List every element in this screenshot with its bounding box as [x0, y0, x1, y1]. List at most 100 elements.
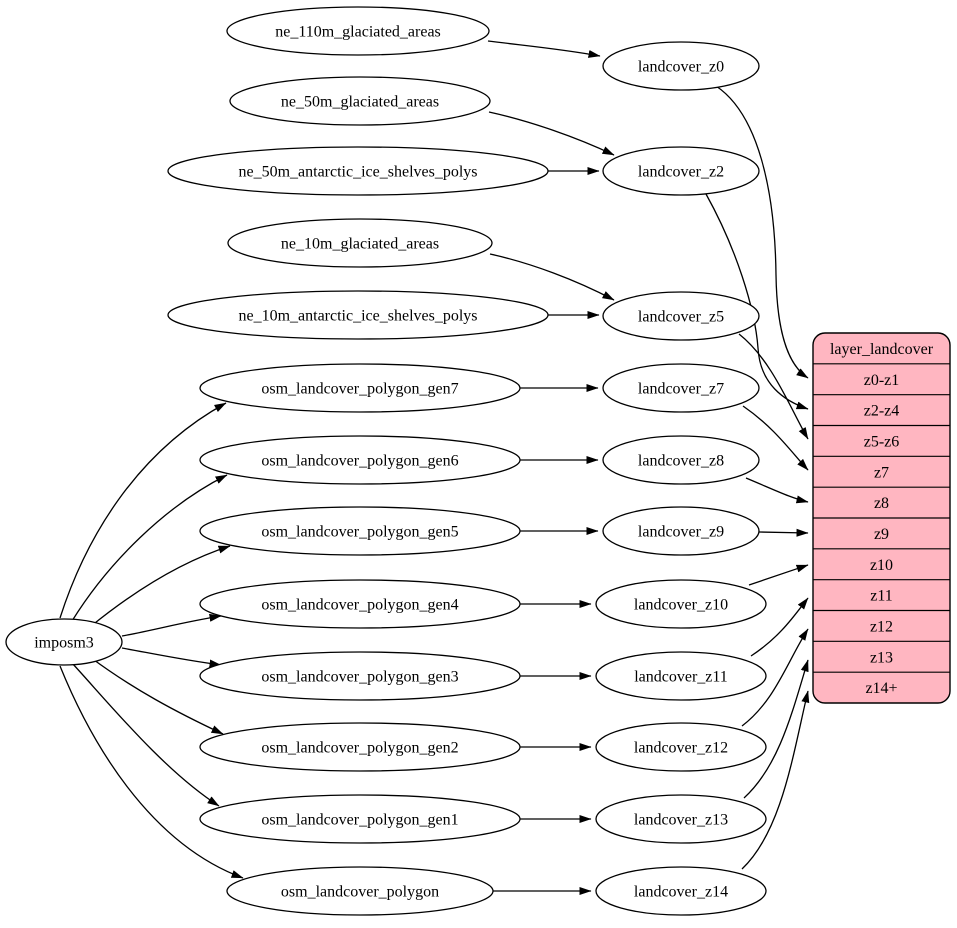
edge-imposm3-to-gen7	[59, 402, 227, 619]
edge-z10-to-row-z10	[748, 564, 809, 586]
node-label: landcover_z5	[638, 309, 724, 326]
node-ellipse	[602, 506, 760, 556]
node-label: landcover_z13	[634, 812, 728, 829]
node-ellipse	[167, 290, 549, 340]
node-landcover-z14: landcover_z14	[595, 866, 767, 916]
edge-z7-to-row-z7	[742, 405, 809, 471]
table-row-label-z10: z10	[870, 557, 893, 574]
node-label: landcover_z11	[634, 669, 728, 686]
node-label: landcover_z10	[634, 597, 728, 614]
node-osm-landcover-polygon-gen3: osm_landcover_polygon_gen3	[199, 651, 521, 701]
table-layer-landcover: layer_landcover z0-z1 z2-z4 z5-z6 z7 z8 …	[812, 332, 951, 704]
node-label: osm_landcover_polygon_gen1	[261, 812, 458, 829]
node-ellipse	[595, 651, 767, 701]
edge-z8-to-row-z8	[745, 477, 809, 504]
node-ellipse	[602, 41, 760, 91]
node-ellipse	[602, 291, 760, 341]
edge-imposm3-to-polygon	[59, 665, 244, 879]
node-osm-landcover-polygon-gen2: osm_landcover_polygon_gen2	[199, 722, 521, 772]
edge-imposm3-to-gen2	[89, 656, 224, 735]
node-osm-landcover-polygon-gen4: osm_landcover_polygon_gen4	[199, 579, 521, 629]
edge-imposm3-to-gen6	[71, 474, 228, 622]
node-label: osm_landcover_polygon_gen5	[261, 524, 458, 541]
node-label: ne_10m_glaciated_areas	[281, 236, 439, 253]
node-label: ne_10m_antarctic_ice_shelves_polys	[238, 308, 477, 325]
node-osm-landcover-polygon-gen1: osm_landcover_polygon_gen1	[199, 794, 521, 844]
edge-z12-to-row-z12	[741, 628, 809, 727]
node-label: osm_landcover_polygon_gen4	[261, 597, 458, 614]
table-row-label-z0-z1: z0-z1	[864, 372, 900, 389]
edge-imposm3-to-gen5	[89, 545, 231, 628]
edge-z11-to-row-z11	[750, 597, 809, 657]
node-ne-10m-antarctic-ice-shelves-polys: ne_10m_antarctic_ice_shelves_polys	[167, 290, 549, 340]
node-ellipse	[229, 76, 491, 126]
edges-imposm3-fanout	[59, 402, 244, 879]
node-landcover-z7: landcover_z7	[602, 363, 760, 413]
node-osm-landcover-polygon-gen5: osm_landcover_polygon_gen5	[199, 506, 521, 556]
table-row-label-z5-z6: z5-z6	[864, 433, 900, 450]
node-ellipse	[226, 866, 494, 916]
table-row-label-z8: z8	[874, 495, 889, 512]
node-label: landcover_z7	[638, 381, 724, 398]
node-ellipse	[595, 794, 767, 844]
node-label: landcover_z12	[634, 740, 728, 757]
node-imposm3: imposm3	[5, 618, 123, 666]
node-ne-10m-glaciated-areas: ne_10m_glaciated_areas	[227, 218, 493, 268]
node-ellipse	[167, 146, 549, 196]
node-ellipse	[602, 146, 760, 196]
node-ellipse	[595, 579, 767, 629]
node-label: osm_landcover_polygon_gen3	[261, 669, 458, 686]
node-landcover-z10: landcover_z10	[595, 579, 767, 629]
node-ellipse	[595, 722, 767, 772]
table-title: layer_landcover	[830, 341, 934, 358]
node-imposm3-label: imposm3	[34, 635, 94, 652]
node-label: landcover_z2	[638, 164, 724, 181]
node-ellipse	[226, 6, 490, 56]
node-osm-landcover-polygon-gen7: osm_landcover_polygon_gen7	[199, 363, 521, 413]
table-row-label-z13: z13	[870, 649, 893, 666]
node-landcover-z12: landcover_z12	[595, 722, 767, 772]
edge-imposm3-to-gen3	[121, 647, 222, 668]
edge-ne110m-to-z0	[487, 40, 601, 58]
node-landcover-z2: landcover_z2	[602, 146, 760, 196]
node-ellipse	[227, 218, 493, 268]
node-label: landcover_z8	[638, 453, 724, 470]
node-ellipse	[199, 435, 521, 485]
node-label: landcover_z14	[634, 884, 728, 901]
node-ellipse	[199, 651, 521, 701]
node-ellipse	[602, 435, 760, 485]
edge-imposm3-to-gen1	[71, 662, 220, 807]
edge-z5-to-row-z5-z6	[738, 333, 809, 440]
table-row-label-z11: z11	[870, 588, 893, 605]
node-ne-50m-glaciated-areas: ne_50m_glaciated_areas	[229, 76, 491, 126]
node-landcover-z11: landcover_z11	[595, 651, 767, 701]
node-landcover-z5: landcover_z5	[602, 291, 760, 341]
node-ne-110m-glaciated-areas: ne_110m_glaciated_areas	[226, 6, 490, 56]
edge-ne50m-glaciated-to-z2	[488, 111, 615, 156]
node-imposm3-ellipse	[5, 618, 123, 666]
edge-z9-to-row-z9	[758, 528, 809, 537]
node-label: osm_landcover_polygon_gen7	[261, 381, 458, 398]
node-label: osm_landcover_polygon_gen2	[261, 740, 458, 757]
node-ellipse	[595, 866, 767, 916]
node-label: ne_50m_glaciated_areas	[281, 94, 439, 111]
node-ellipse	[199, 794, 521, 844]
node-label: ne_50m_antarctic_ice_shelves_polys	[238, 164, 477, 181]
edges-source-to-transform	[487, 40, 615, 895]
node-landcover-z9: landcover_z9	[602, 506, 760, 556]
edge-z14-to-row-z14	[741, 690, 810, 870]
node-ellipse	[199, 363, 521, 413]
edge-z2-to-row-z2-z4	[705, 193, 809, 410]
node-landcover-z0: landcover_z0	[602, 41, 760, 91]
table-row-label-z7: z7	[874, 464, 889, 481]
node-osm-landcover-polygon: osm_landcover_polygon	[226, 866, 494, 916]
table-row-label-z2-z4: z2-z4	[864, 403, 900, 420]
node-label: landcover_z9	[638, 524, 724, 541]
node-label: osm_landcover_polygon	[281, 884, 439, 901]
node-osm-landcover-polygon-gen6: osm_landcover_polygon_gen6	[199, 435, 521, 485]
node-ellipse	[199, 722, 521, 772]
node-ellipse	[199, 506, 521, 556]
node-landcover-z8: landcover_z8	[602, 435, 760, 485]
